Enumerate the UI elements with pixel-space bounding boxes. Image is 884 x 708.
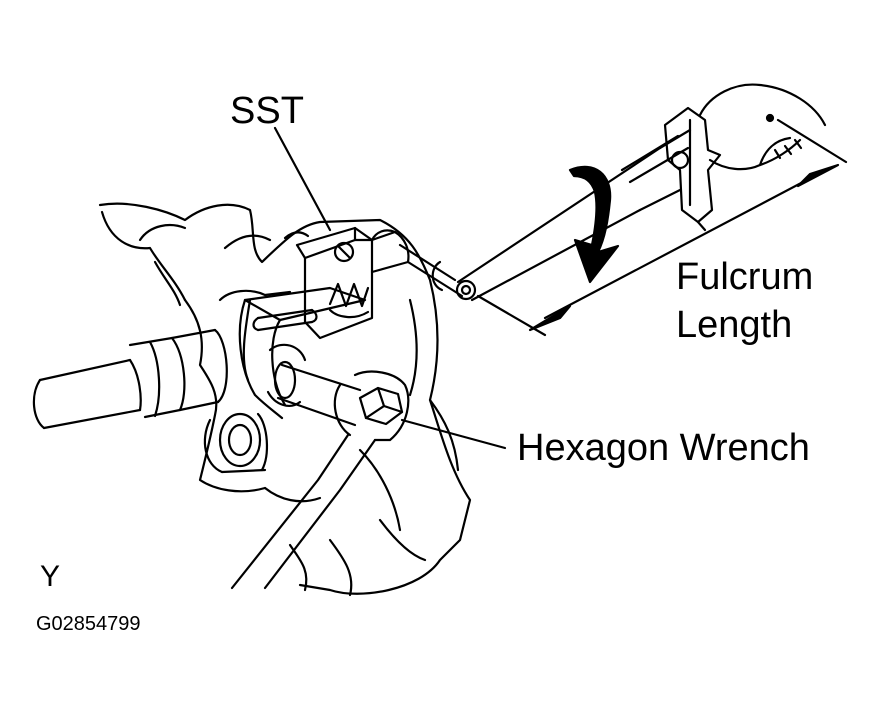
hexagon-wrench xyxy=(230,343,507,590)
sst-label: SST xyxy=(230,90,304,132)
rack-tube xyxy=(32,328,228,430)
figure-code: G02854799 xyxy=(36,613,141,635)
torque-wrench xyxy=(456,83,827,302)
corner-mark: Y xyxy=(40,560,61,593)
fulcrum-label-line1: Fulcrum xyxy=(676,256,814,298)
pinion-shaft xyxy=(398,243,477,301)
steering-gear-housing xyxy=(98,202,472,597)
hexagon-wrench-label: Hexagon Wrench xyxy=(517,427,810,469)
fulcrum-label-line2: Length xyxy=(676,304,793,346)
sst-leader-line xyxy=(273,126,332,232)
fulcrum-length-dimension xyxy=(476,118,848,337)
rotation-arrow xyxy=(568,165,620,284)
